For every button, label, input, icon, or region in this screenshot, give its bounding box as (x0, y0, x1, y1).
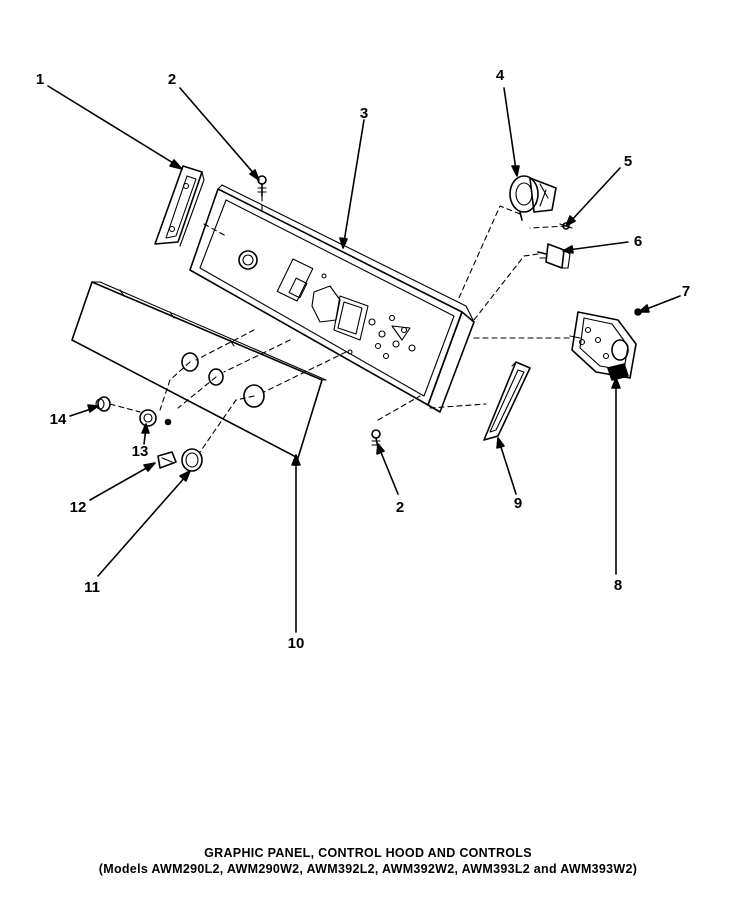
callout-8: 8 (614, 577, 622, 594)
part-8-timer (569, 311, 637, 381)
part-6-switch (537, 243, 571, 269)
part-1-left-end-cap (154, 165, 205, 247)
callout-2-top: 2 (168, 71, 176, 88)
callout-5: 5 (624, 153, 632, 170)
leader-lines (47, 85, 681, 633)
callout-14: 14 (50, 411, 67, 428)
callout-6: 6 (634, 233, 642, 250)
callout-12: 12 (70, 499, 87, 516)
assembly-dashed-lines (109, 195, 571, 453)
callout-2-bottom: 2 (396, 499, 404, 516)
callout-1: 1 (36, 71, 44, 88)
part-12-knob-insert (157, 451, 177, 469)
callout-11: 11 (84, 579, 100, 596)
part-3-control-hood (189, 184, 475, 413)
diagram-caption-title: GRAPHIC PANEL, CONTROL HOOD AND CONTROLS (204, 846, 532, 860)
part-11-timer-knob (181, 448, 203, 472)
callout-9: 9 (514, 495, 522, 512)
part-4-water-level-switch (509, 175, 557, 221)
part-14-knob (95, 396, 111, 412)
callout-13: 13 (132, 443, 149, 460)
callout-3: 3 (360, 105, 368, 122)
callout-10: 10 (288, 635, 305, 652)
part-9-right-end-cap (483, 361, 531, 441)
callout-4: 4 (496, 67, 505, 84)
part-13-knob (139, 409, 172, 427)
part-10-graphic-panel (71, 281, 327, 459)
callout-numbers: 1 2 3 4 5 6 7 8 9 10 11 12 13 14 2 (36, 67, 690, 652)
callout-7: 7 (682, 283, 690, 300)
diagram-caption-models: (Models AWM290L2, AWM290W2, AWM392L2, AW… (98, 862, 638, 876)
